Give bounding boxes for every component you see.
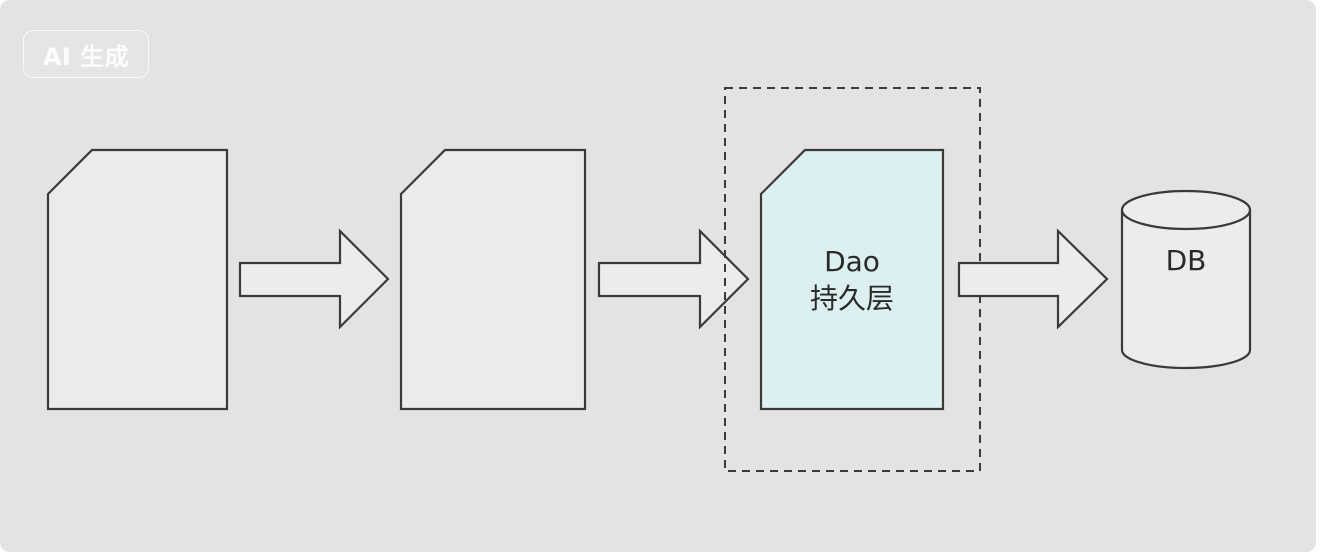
arrow-3: [957, 228, 1109, 330]
ai-generated-badge: AI 生成: [23, 30, 149, 78]
dao-document: [759, 148, 945, 411]
persistence-layer-label: 持久层: [810, 282, 894, 315]
dao-boundary-dashed-box: [724, 87, 981, 472]
db-label: DB: [1166, 244, 1207, 277]
dao-label: Dao: [824, 245, 880, 278]
database-cylinder-icon: [1120, 189, 1252, 370]
arrow-2: [597, 228, 750, 330]
document-2: [399, 148, 587, 411]
document-1: [46, 148, 229, 411]
arrow-1: [238, 228, 390, 330]
